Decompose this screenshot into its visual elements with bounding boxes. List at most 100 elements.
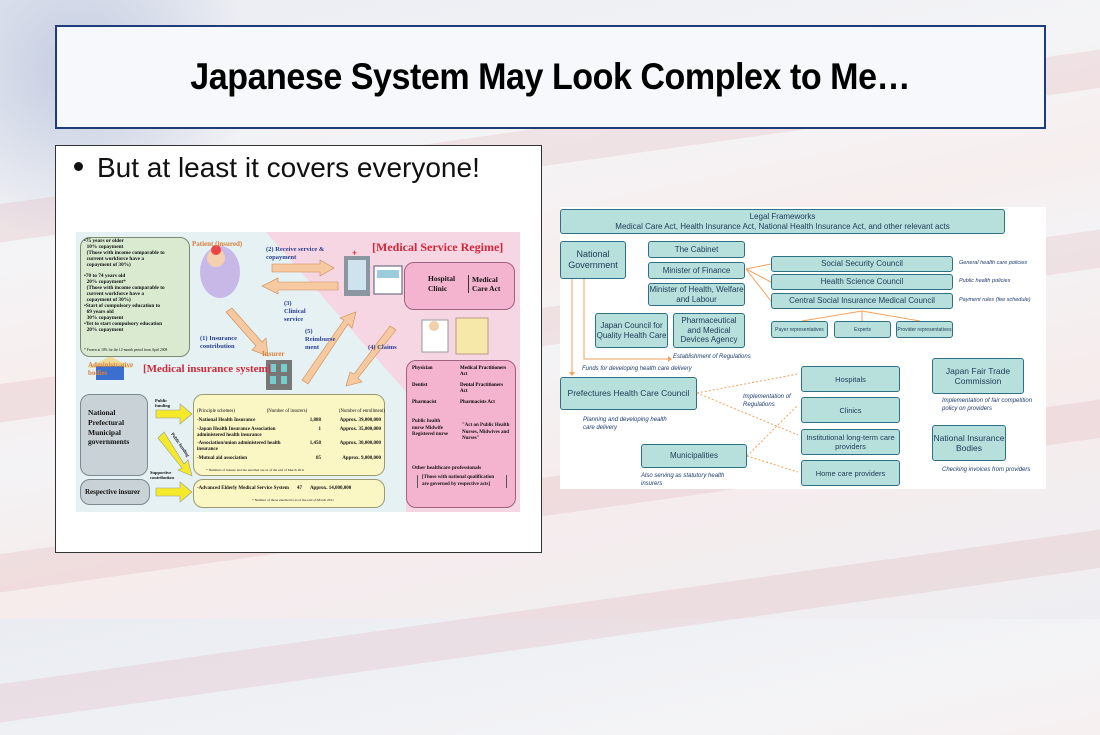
copayment-line: (Those with income comparable to: [84, 249, 165, 256]
insurance-schemes-box: [193, 394, 385, 476]
council-box: Social Security Council: [771, 256, 953, 272]
provider-box: Hospitals: [801, 366, 900, 392]
step-5-label: (5) Reimburse ment: [305, 328, 336, 351]
profession-name: Pharmacist: [412, 400, 437, 405]
table-cell: -Association/union administered health i…: [197, 441, 281, 452]
copayment-line: •Yet to start compulsory education: [84, 320, 163, 327]
council-box: Health Science Council: [771, 274, 953, 290]
public-funding-label: Public funding: [155, 398, 171, 409]
service-regime-heading: [Medical Service Regime]: [372, 240, 504, 254]
jftc-note: Implementation of fair competition polic…: [942, 398, 1033, 412]
pmda-box: Pharmaceutical and Medical Devices Agenc…: [673, 313, 745, 348]
table-cell: Approx. 39,000,000: [339, 418, 381, 423]
col-header: (Principle schemes): [197, 409, 235, 414]
other-professionals-label: Other healthcare professionals: [412, 465, 482, 471]
nib-box: National Insurance Bodies: [932, 425, 1006, 461]
finance-minister-box: Minister of Finance: [648, 262, 745, 279]
profession-act: Pharmacists Act: [460, 400, 495, 405]
arrow-public-funding-2: [157, 431, 193, 477]
national-government-box: National Government: [560, 241, 626, 279]
establishment-note: Establishment of Regulations: [673, 354, 751, 360]
copayment-line: 20% copayment*: [84, 278, 126, 285]
table-cell: 1: [318, 426, 322, 432]
nib-note: Checking invoices from providers: [942, 467, 1031, 473]
governments-label: National Prefectural Municipal governmen…: [88, 408, 130, 447]
planning-note: Planning and developing health care deli…: [583, 417, 667, 431]
diagram-arrows: +: [88, 245, 489, 503]
other-professionals-note: [Those with national qualification are g…: [417, 475, 507, 488]
jftc-box: Japan Fair Trade Commission: [932, 358, 1024, 394]
nurses-label: Public health nurse Midwife Registered n…: [412, 419, 448, 437]
copayment-line: 30% copayment: [84, 314, 124, 321]
representatives-box: Experts: [834, 321, 891, 338]
col-header: (Number of enrollment): [338, 409, 385, 414]
legal-acts: Medical Care Act, Health Insurance Act, …: [615, 221, 950, 231]
copayment-line: (Those with income comparable to: [84, 284, 165, 291]
governments-box: [80, 394, 148, 476]
hospital-clinic-box: [404, 262, 515, 310]
provider-box: Institutional long-term care providers: [801, 429, 900, 455]
patient-icon: [200, 245, 240, 298]
professionals-box: [406, 360, 516, 508]
insurer-label: Insurer: [262, 350, 285, 358]
table-cell: -Mutual aid association: [197, 455, 248, 461]
admin-building-icon: [88, 356, 132, 380]
bullet-dot-icon: [74, 162, 83, 172]
respective-insurer-box: [80, 479, 150, 505]
nurses-act-label: "Act on Public Health Nurses, Midwives a…: [462, 423, 510, 441]
provider-box: Clinics: [801, 397, 900, 423]
step-2-label: (2) Receive service & copayment: [266, 246, 325, 261]
arrow-supportive-contribution: [155, 481, 193, 503]
table-cell: 85: [316, 455, 321, 461]
copayment-line: current workforce have a: [84, 255, 144, 262]
table-cell: 1,458: [309, 441, 321, 447]
arrow-claims: [345, 325, 397, 387]
profession-row: Pharmacist Pharmacists Act: [412, 400, 514, 417]
council-note: Payment rules (fee schedule): [959, 297, 1031, 303]
municipalities-note: Also serving as statutory health insurer…: [641, 473, 725, 487]
copayment-line: current workforce have a: [84, 290, 144, 297]
hospital-label: Hospital: [428, 274, 456, 283]
copayment-line: 10% copayment: [84, 243, 124, 250]
profession-name: Dentist: [412, 383, 428, 388]
council-note: Public health policies: [959, 278, 1011, 284]
bullet-point: But at least it covers everyone!: [68, 152, 480, 184]
step-1-label: (1) Insurance contribution: [200, 335, 238, 350]
title-box: Japanese System May Look Complex to Me…: [55, 25, 1046, 129]
profession-act: Medical Practitioners Act: [460, 366, 507, 377]
patient-label: Patient (insured): [192, 240, 243, 248]
arrow-receive-service: [271, 259, 335, 277]
copayment-line: •75 years or older: [84, 238, 124, 244]
jcqhc-box: Japan Council for Quality Health Care: [595, 313, 668, 348]
table-cell: Approx. 9,000,000: [342, 455, 381, 461]
insurance-system-heading: [Medical insurance system]: [143, 363, 272, 375]
profession-name: Physician: [412, 366, 433, 371]
elderly-system-box: [193, 479, 385, 508]
scheme-name: -Advanced Elderly Medical Service System: [197, 486, 289, 491]
municipalities-box: Municipalities: [641, 444, 747, 468]
table-row: -Japan Health Insurance Association admi…: [197, 427, 381, 439]
insurer-building-icon: [266, 360, 292, 390]
cabinet-box: The Cabinet: [648, 241, 745, 258]
profession-row: Physician Medical Practitioners Act: [412, 366, 514, 383]
table-cell: -Japan Health Insurance Association admi…: [197, 426, 276, 438]
supportive-contribution-label: Supportive contribution: [150, 470, 175, 481]
implementation-note: Implementation of Regulations: [743, 394, 791, 408]
copayment-info-box: [80, 237, 190, 357]
copayment-line: copayment of 30%): [84, 296, 131, 303]
arrow-insurance-contribution: [225, 307, 269, 357]
table-cell: -National Health Insurance: [197, 418, 256, 423]
table-cell: Approx. 30,000,000: [339, 441, 381, 447]
schemes-table-note: * Numbers of insurer and the enrolled ar…: [206, 468, 305, 472]
col-header: (Number of insurers): [266, 409, 308, 414]
scheme-insurers: 47: [296, 486, 302, 491]
table-row: -Association/union administered health i…: [197, 441, 381, 453]
svg-text:+: +: [352, 248, 357, 258]
elderly-system-row: -Advanced Elderly Medical Service System…: [197, 486, 379, 492]
copayment-line: •Start of compulsory education to: [84, 302, 161, 309]
hospital-icon: +: [344, 248, 403, 296]
